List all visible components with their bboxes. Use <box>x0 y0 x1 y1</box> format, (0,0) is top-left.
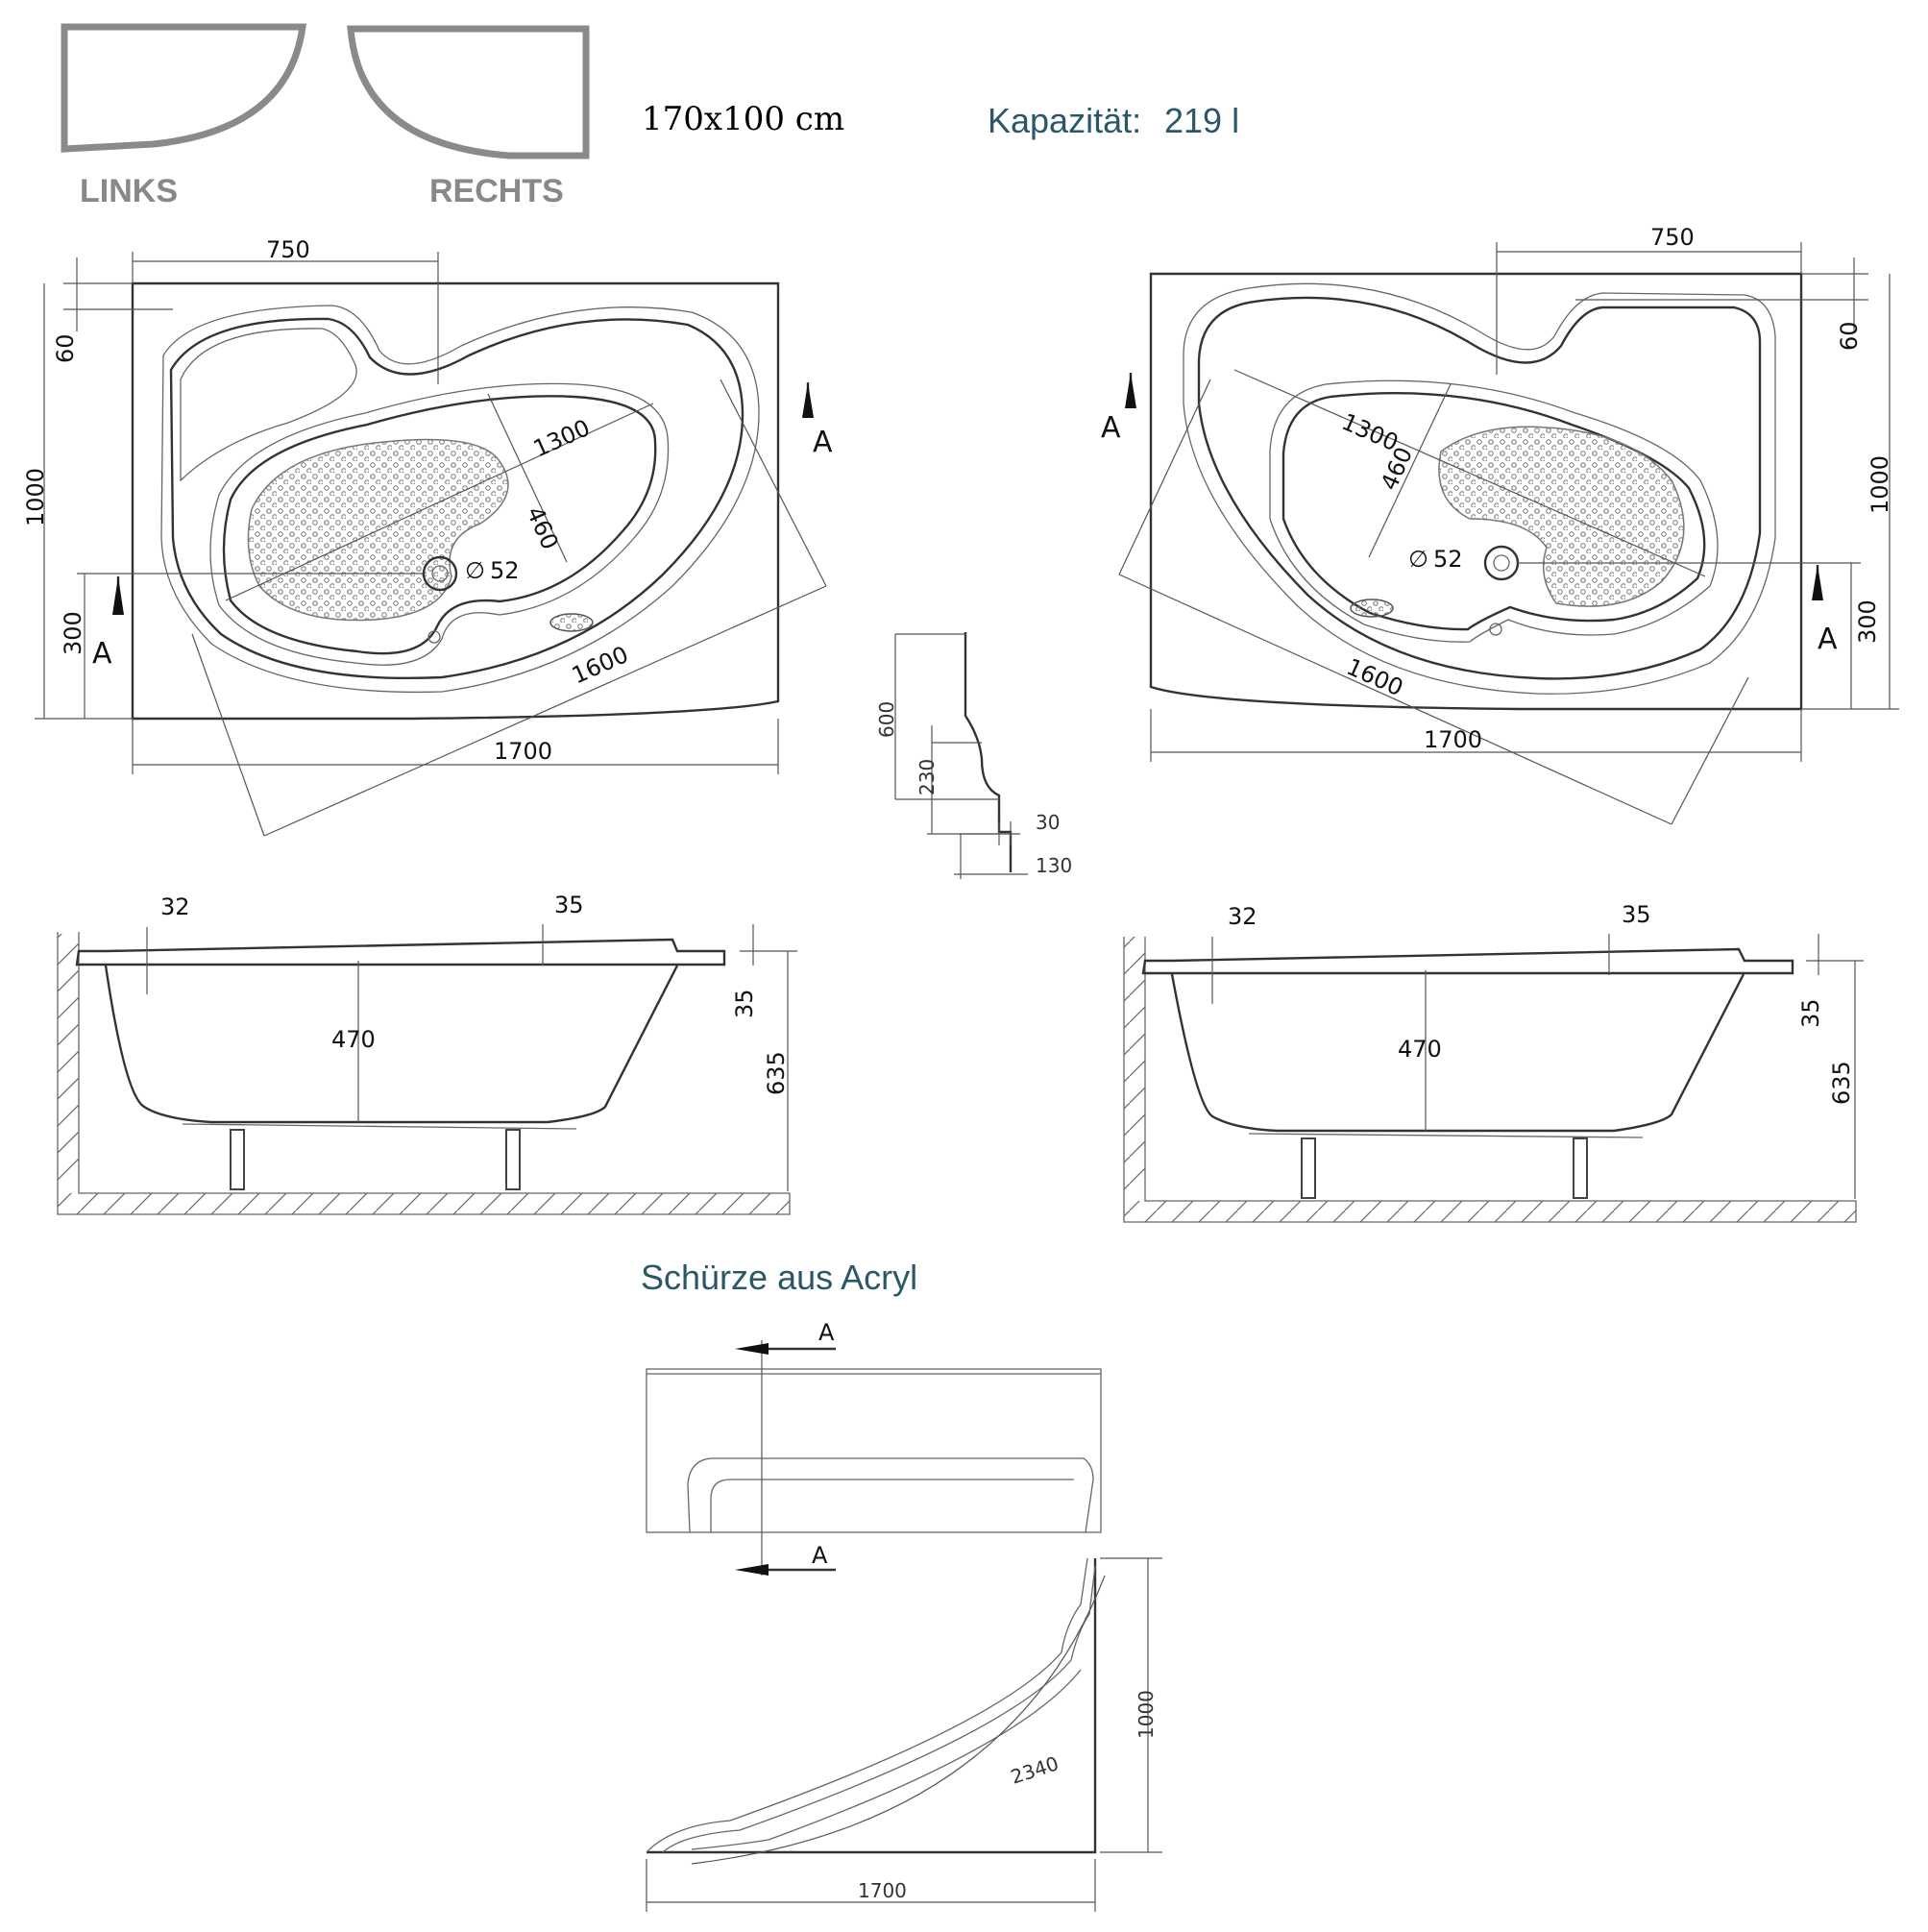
left-dim-1700: 1700 <box>494 738 552 765</box>
right-dim-dia: ∅ <box>1408 546 1428 573</box>
apron-dim-2340: 2340 <box>1008 1751 1062 1789</box>
rim-profile <box>894 632 1028 879</box>
side-view-left <box>57 924 797 1215</box>
right-section-a-top: A <box>1101 411 1121 445</box>
right-variant-label: RECHTS <box>429 173 564 209</box>
side-right-dim-32: 32 <box>1228 903 1257 930</box>
left-dim-1000: 1000 <box>22 468 49 526</box>
right-dim-300: 300 <box>1854 599 1881 644</box>
side-left-dim-635: 635 <box>763 1051 790 1095</box>
right-dim-1000: 1000 <box>1867 455 1893 514</box>
apron-section-a-top: A <box>818 1319 835 1346</box>
top-view-right <box>1118 242 1899 825</box>
left-variant-icon <box>61 23 307 153</box>
left-dim-dia: ∅ <box>465 557 485 584</box>
side-left-dim-470: 470 <box>331 1026 376 1053</box>
side-left-dim-35-rim: 35 <box>731 989 758 1018</box>
apron-dim-1000: 1000 <box>1135 1690 1158 1739</box>
capacity-value: 219 l <box>1164 101 1239 140</box>
left-dim-300: 300 <box>60 611 86 655</box>
left-dim-1600: 1600 <box>568 641 632 689</box>
side-right-dim-635: 635 <box>1828 1061 1855 1105</box>
left-dim-52: 52 <box>490 557 520 584</box>
side-right-dim-35-rim: 35 <box>1797 998 1824 1028</box>
apron-plan-view <box>646 1557 1162 1912</box>
side-left-dim-32: 32 <box>160 893 190 920</box>
left-section-a-bottom: A <box>92 637 112 671</box>
capacity-label: Kapazität: <box>988 101 1141 140</box>
apron-section-a-bottom: A <box>812 1542 828 1569</box>
right-dim-1700: 1700 <box>1424 726 1482 753</box>
left-dim-1300: 1300 <box>529 414 594 462</box>
side-left-dim-35: 35 <box>554 892 584 918</box>
right-dim-1600: 1600 <box>1343 653 1407 701</box>
apron-front-view <box>646 1340 1102 1576</box>
right-dim-60: 60 <box>1836 321 1863 351</box>
left-dim-60: 60 <box>52 333 79 363</box>
profile-dim-230: 230 <box>915 759 939 795</box>
profile-dim-600: 600 <box>875 701 898 738</box>
size-text: 170x100 cm <box>642 100 844 138</box>
side-view-right <box>1123 934 1864 1223</box>
left-dim-460: 460 <box>522 502 564 553</box>
left-dim-750: 750 <box>266 236 310 263</box>
left-variant-label: LINKS <box>80 173 178 209</box>
right-variant-icon <box>347 25 590 159</box>
right-dim-750: 750 <box>1650 224 1695 251</box>
top-view-left <box>35 252 827 837</box>
left-section-a-top: A <box>813 426 833 459</box>
side-right-dim-35: 35 <box>1622 901 1651 928</box>
profile-dim-30: 30 <box>1036 811 1060 834</box>
profile-dim-130: 130 <box>1036 854 1072 877</box>
right-section-a-bottom: A <box>1818 623 1838 656</box>
right-dim-52: 52 <box>1433 546 1463 573</box>
apron-title: Schürze aus Acryl <box>641 1258 917 1297</box>
apron-dim-1700: 1700 <box>858 1879 907 1902</box>
side-right-dim-470: 470 <box>1398 1036 1442 1063</box>
